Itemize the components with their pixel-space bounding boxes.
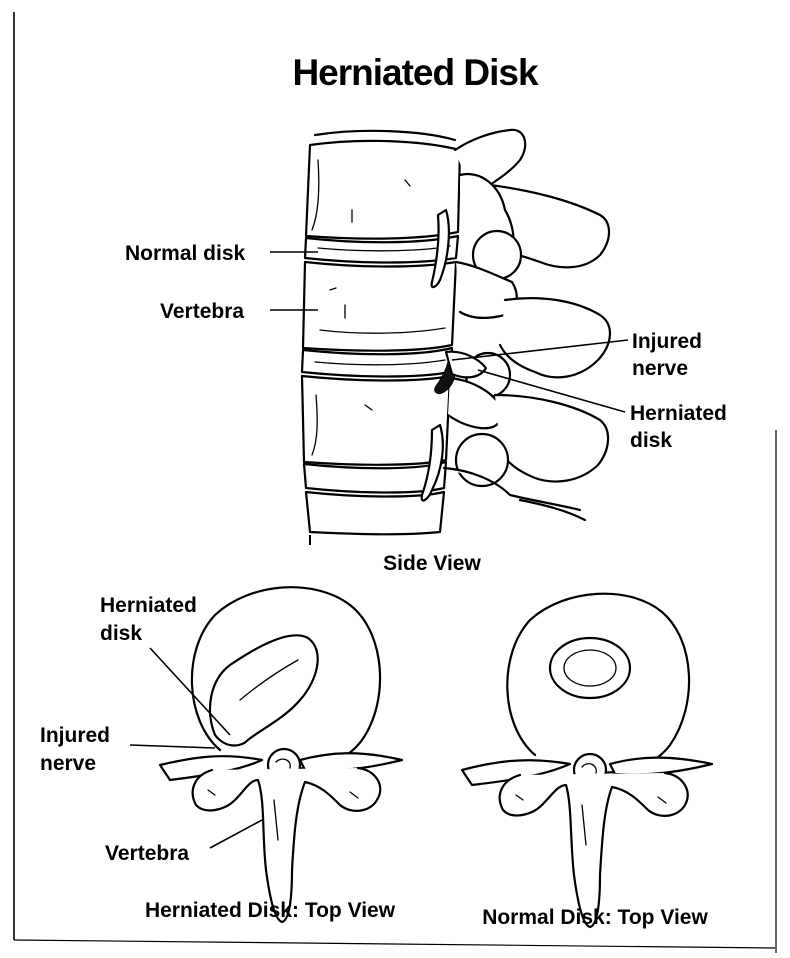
label-herniated-disk-side-1: Herniated (630, 402, 727, 425)
vertebral-arch-normal (500, 773, 688, 927)
caption-side-view: Side View (383, 552, 481, 575)
diagram-title: Herniated Disk (292, 52, 539, 93)
leader-injured-nerve-top (130, 745, 215, 748)
vertebra-body-3 (302, 376, 450, 465)
normal-nucleus (550, 638, 630, 698)
label-vertebra-side: Vertebra (160, 300, 244, 323)
herniated-top-view-illustration (160, 587, 402, 922)
right-nerve-herniated (300, 753, 402, 770)
label-herniated-disk-top-2: disk (100, 622, 142, 645)
spinous-process-2 (500, 298, 610, 377)
caption-normal-top-view: Normal Disk: Top View (482, 906, 708, 929)
label-vertebra-top: Vertebra (105, 842, 189, 865)
right-nerve-normal (610, 758, 712, 775)
spine-top-edge (315, 131, 455, 140)
label-normal-disk: Normal disk (125, 242, 246, 265)
side-view-spine-illustration (302, 130, 610, 545)
label-herniated-disk-side-2: disk (630, 429, 672, 452)
label-injured-nerve-top-1: Injured (40, 724, 110, 747)
label-injured-nerve-side-2: nerve (632, 357, 688, 380)
label-herniated-disk-top-1: Herniated (100, 594, 197, 617)
label-injured-nerve-top-2: nerve (40, 752, 96, 775)
leader-vertebra-top (210, 820, 262, 848)
caption-herniated-top-view: Herniated Disk: Top View (145, 899, 396, 922)
spinous-process-3 (495, 395, 608, 482)
vertebra-body-1 (306, 141, 460, 239)
label-injured-nerve-side-1: Injured (632, 330, 702, 353)
normal-top-view-illustration (462, 594, 712, 927)
